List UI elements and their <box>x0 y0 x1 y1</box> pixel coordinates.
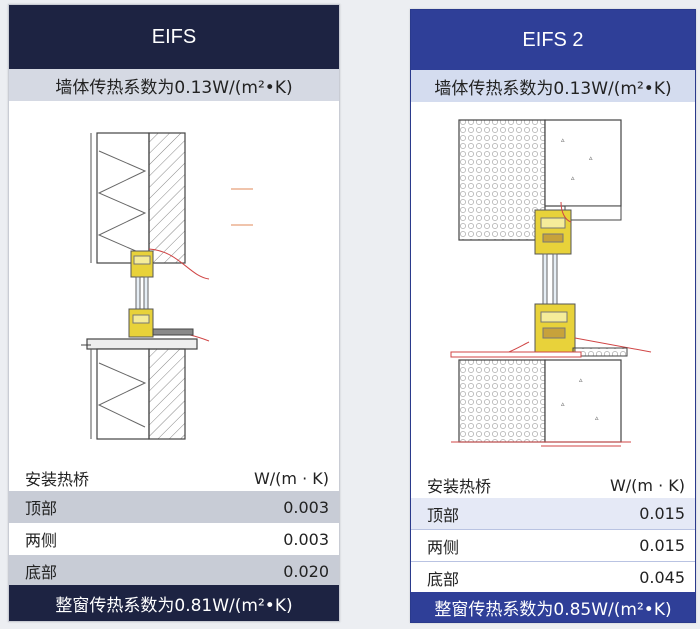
window-coefficient-text: 整窗传热系数为0.81W/(m²•K) <box>55 595 293 616</box>
row-value: 0.045 <box>639 568 685 587</box>
wall-coefficient: 墙体传热系数为0.13W/(m²•K) <box>9 69 339 101</box>
table-row: 顶部 0.015 <box>411 498 695 530</box>
thermal-bridge-table: 安装热桥 W/(m · K) 顶部 0.003 两侧 0.003 底部 0.02… <box>9 465 339 587</box>
row-label: 顶部 <box>427 505 460 525</box>
svg-text:▵: ▵ <box>595 414 599 422</box>
window-section-diagram: ▵ ▵ ▵ ▵ ▵ ▵ <box>450 119 652 447</box>
header-label: 安装热桥 <box>427 477 492 496</box>
table-row: 底部 0.020 <box>9 555 339 587</box>
row-value: 0.003 <box>283 497 329 517</box>
window-section-diagram <box>81 132 253 440</box>
row-label: 两侧 <box>427 537 460 557</box>
row-value: 0.020 <box>283 561 329 581</box>
window-coefficient-text: 整窗传热系数为0.85W/(m²•K) <box>434 599 672 620</box>
row-value: 0.015 <box>639 536 685 555</box>
table-row: 顶部 0.003 <box>9 491 339 523</box>
svg-text:▵: ▵ <box>571 174 575 182</box>
card-title: EIFS <box>9 5 339 69</box>
card-title: EIFS 2 <box>411 10 695 70</box>
svg-text:▵: ▵ <box>589 154 593 162</box>
section-drawing <box>9 101 339 463</box>
table-header: 安装热桥 W/(m · K) <box>411 472 695 498</box>
window-coefficient: 整窗传热系数为0.81W/(m²•K) <box>9 585 339 621</box>
header-unit: W/(m · K) <box>253 468 329 488</box>
header-unit: W/(m · K) <box>609 475 685 495</box>
eifs-card: EIFS 墙体传热系数为0.13W/(m²•K) <box>8 4 340 622</box>
row-label: 顶部 <box>25 499 58 518</box>
svg-text:▵: ▵ <box>579 376 583 384</box>
row-value: 0.003 <box>283 529 329 549</box>
thermal-bridge-table: 安装热桥 W/(m · K) 顶部 0.015 两侧 0.015 底部 0.04… <box>411 472 695 594</box>
table-row: 两侧 0.003 <box>9 523 339 555</box>
row-label: 两侧 <box>25 531 58 550</box>
row-label: 底部 <box>427 569 460 589</box>
window-coefficient: 整窗传热系数为0.85W/(m²•K) <box>411 592 695 622</box>
row-label: 底部 <box>25 563 58 582</box>
wall-coefficient: 墙体传热系数为0.13W/(m²•K) <box>411 70 695 102</box>
section-drawing: ▵ ▵ ▵ ▵ ▵ ▵ <box>411 102 695 470</box>
table-row: 两侧 0.015 <box>411 530 695 562</box>
header-label: 安装热桥 <box>25 470 90 489</box>
svg-text:▵: ▵ <box>561 400 565 408</box>
table-header: 安装热桥 W/(m · K) <box>9 465 339 491</box>
row-value: 0.015 <box>639 504 685 523</box>
svg-text:▵: ▵ <box>561 136 565 144</box>
eifs2-card: EIFS 2 墙体传热系数为0.13W/(m²•K) ▵ ▵ ▵ <box>410 9 696 623</box>
table-row: 底部 0.045 <box>411 562 695 594</box>
